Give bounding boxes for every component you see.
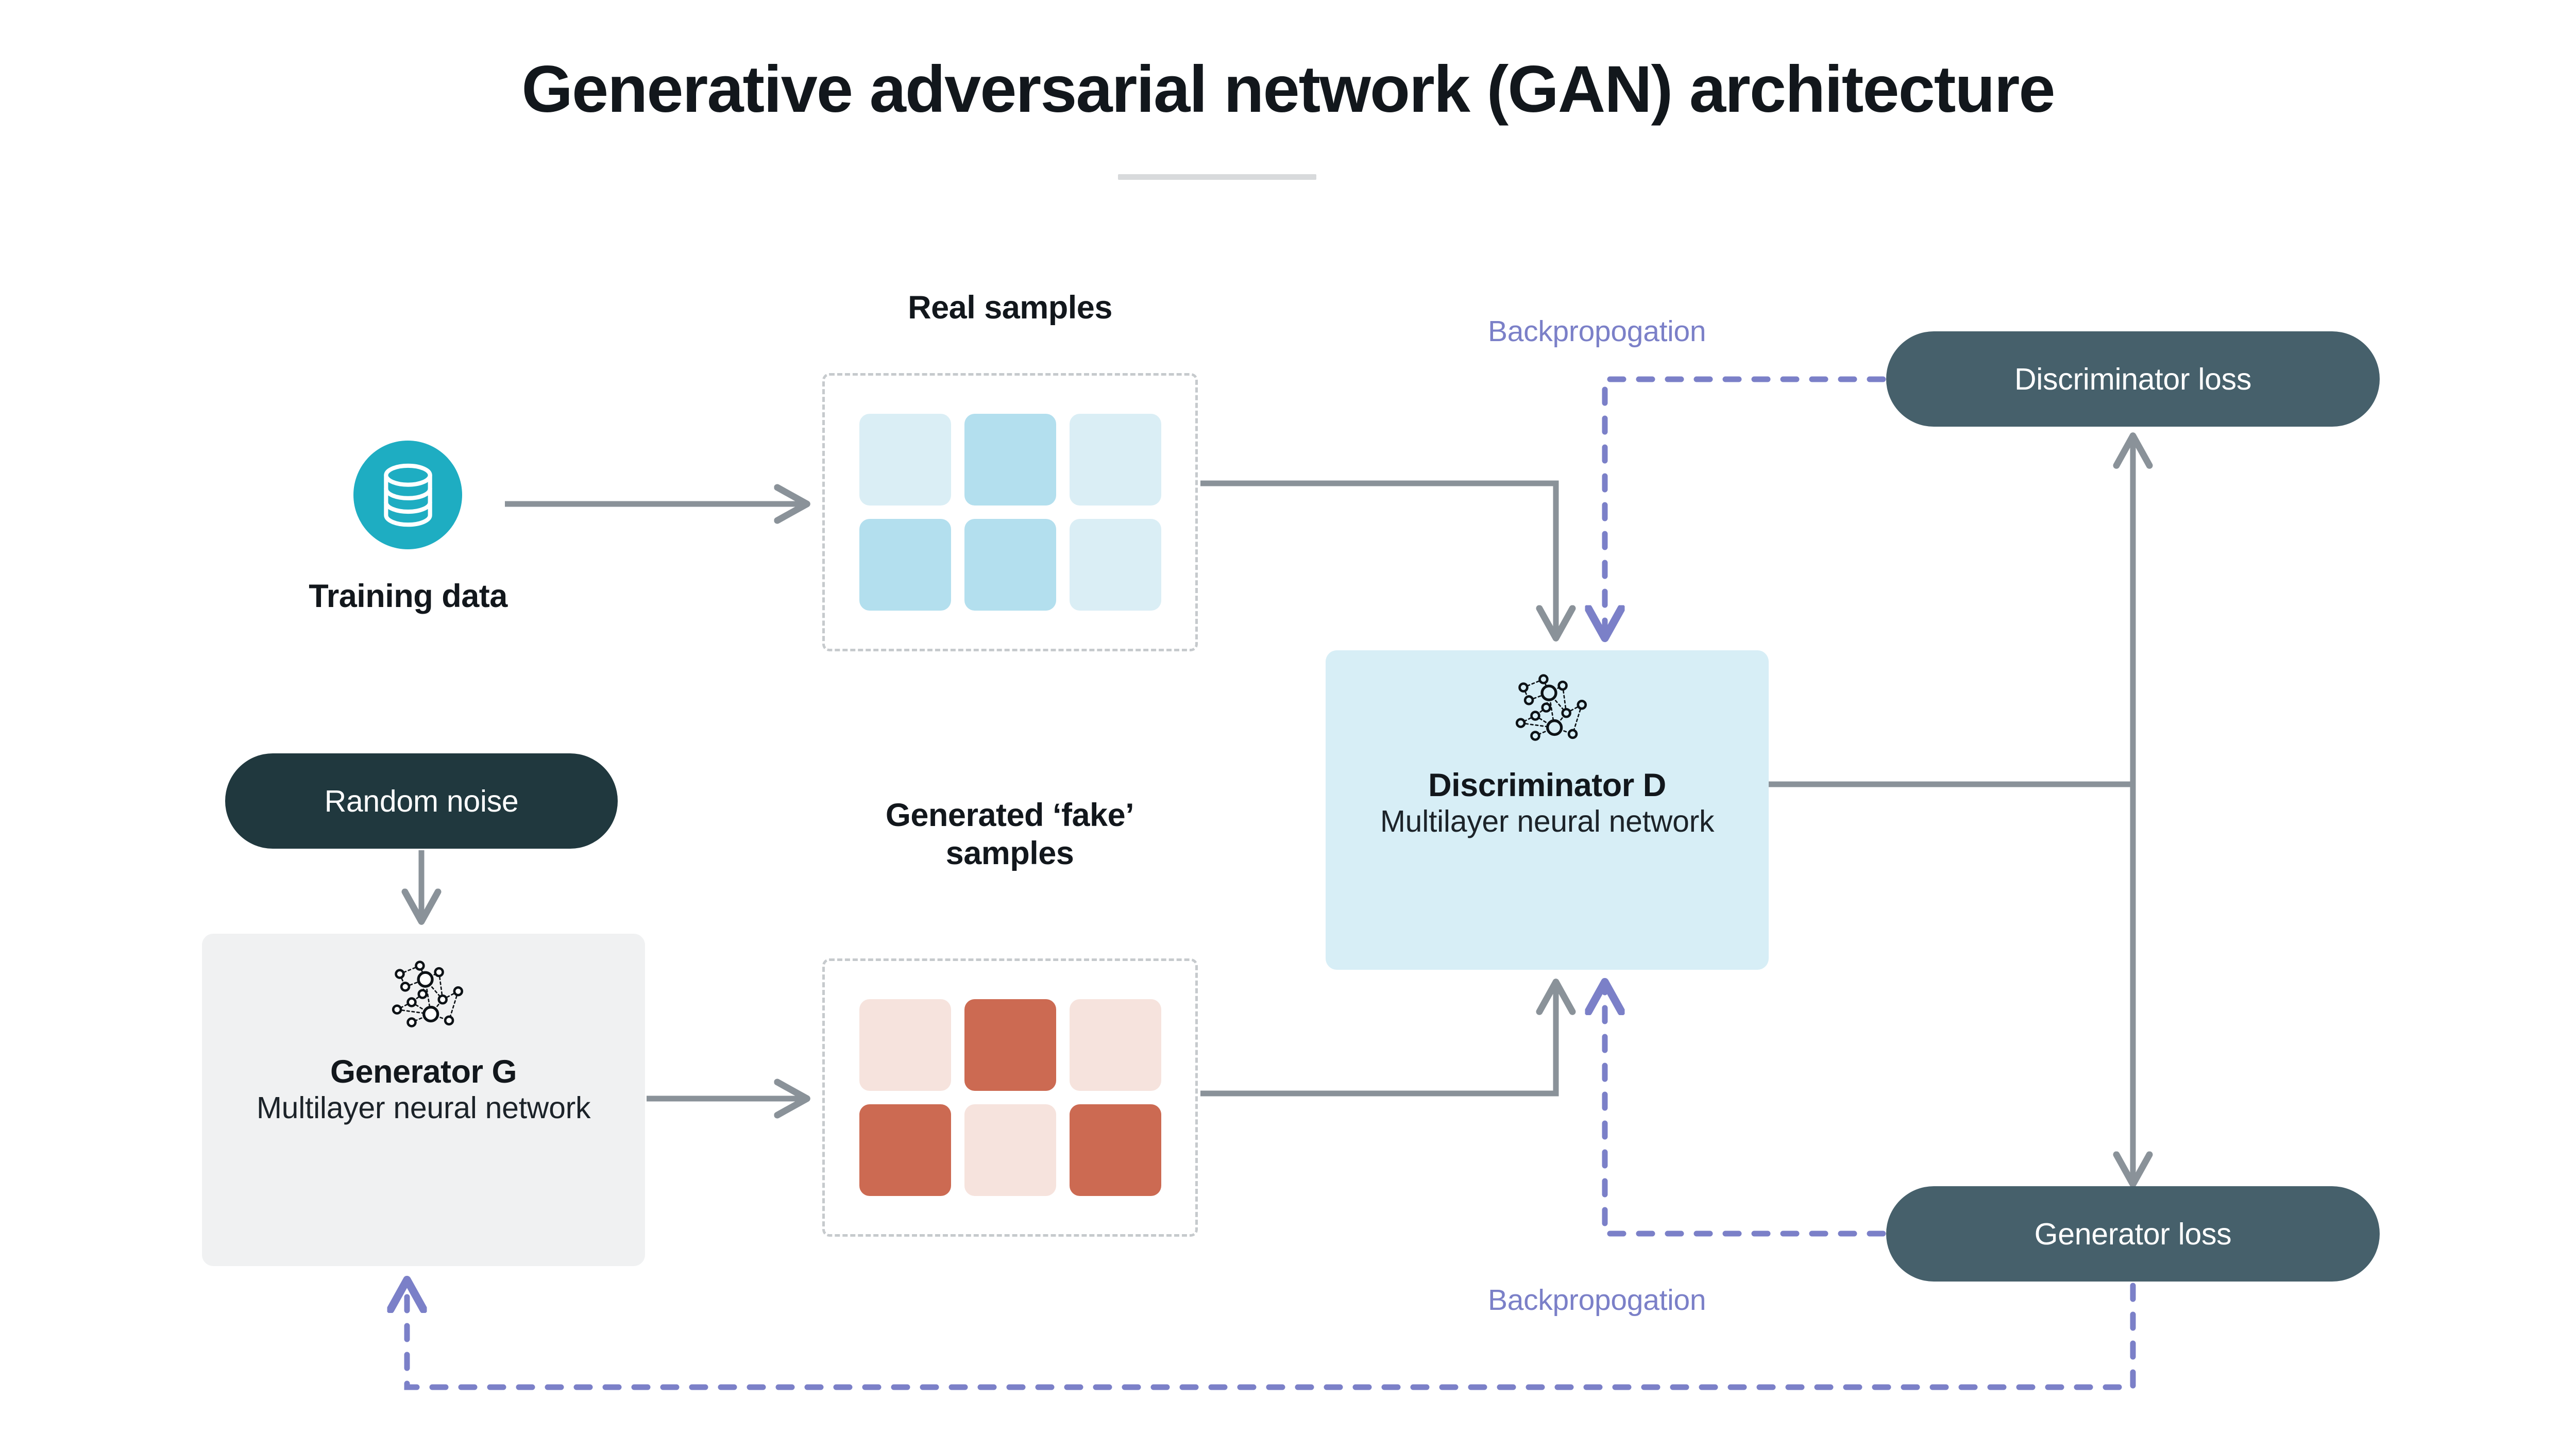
discriminator-loss-pill[interactable]: Discriminator loss bbox=[1886, 331, 2380, 427]
sample-tile bbox=[859, 414, 951, 506]
generator-title: Generator G bbox=[330, 1054, 517, 1090]
fake-samples-label: Generated ‘fake’ samples bbox=[793, 796, 1226, 873]
database-icon bbox=[353, 441, 462, 549]
training-data-label: Training data bbox=[309, 578, 507, 614]
backprop-top-label: Backpropogation bbox=[1488, 315, 1706, 348]
neural-network-icon bbox=[392, 961, 464, 1027]
sample-tile bbox=[859, 1104, 951, 1196]
fake-samples-container bbox=[822, 958, 1198, 1237]
neural-network-icon bbox=[1515, 674, 1587, 741]
fake-samples-grid bbox=[859, 999, 1161, 1196]
fake-samples-label-line2: samples bbox=[945, 835, 1074, 872]
page-title: Generative adversarial network (GAN) arc… bbox=[521, 53, 2055, 126]
generator-loss-pill[interactable]: Generator loss bbox=[1886, 1186, 2380, 1282]
generator-node[interactable]: Generator G Multilayer neural network bbox=[202, 934, 645, 1266]
title-divider bbox=[1118, 174, 1316, 180]
sample-tile bbox=[1069, 999, 1161, 1091]
sample-tile bbox=[964, 414, 1056, 506]
sample-tile bbox=[1069, 519, 1161, 611]
real-samples-label: Real samples bbox=[908, 290, 1112, 326]
sample-tile bbox=[964, 519, 1056, 611]
sample-tile bbox=[964, 1104, 1056, 1196]
discriminator-title: Discriminator D bbox=[1428, 767, 1666, 803]
random-noise-pill[interactable]: Random noise bbox=[225, 753, 618, 849]
sample-tile bbox=[859, 519, 951, 611]
discriminator-node[interactable]: Discriminator D Multilayer neural networ… bbox=[1326, 650, 1769, 970]
sample-tile bbox=[1069, 1104, 1161, 1196]
sample-tile bbox=[964, 999, 1056, 1091]
backprop-bottom-label: Backpropogation bbox=[1488, 1284, 1706, 1317]
real-samples-grid bbox=[859, 414, 1161, 611]
real-samples-container bbox=[822, 373, 1198, 651]
sample-tile bbox=[1069, 414, 1161, 506]
generator-subtitle: Multilayer neural network bbox=[256, 1091, 591, 1125]
discriminator-subtitle: Multilayer neural network bbox=[1380, 804, 1715, 839]
fake-samples-label-line1: Generated ‘fake’ bbox=[885, 797, 1134, 833]
sample-tile bbox=[859, 999, 951, 1091]
